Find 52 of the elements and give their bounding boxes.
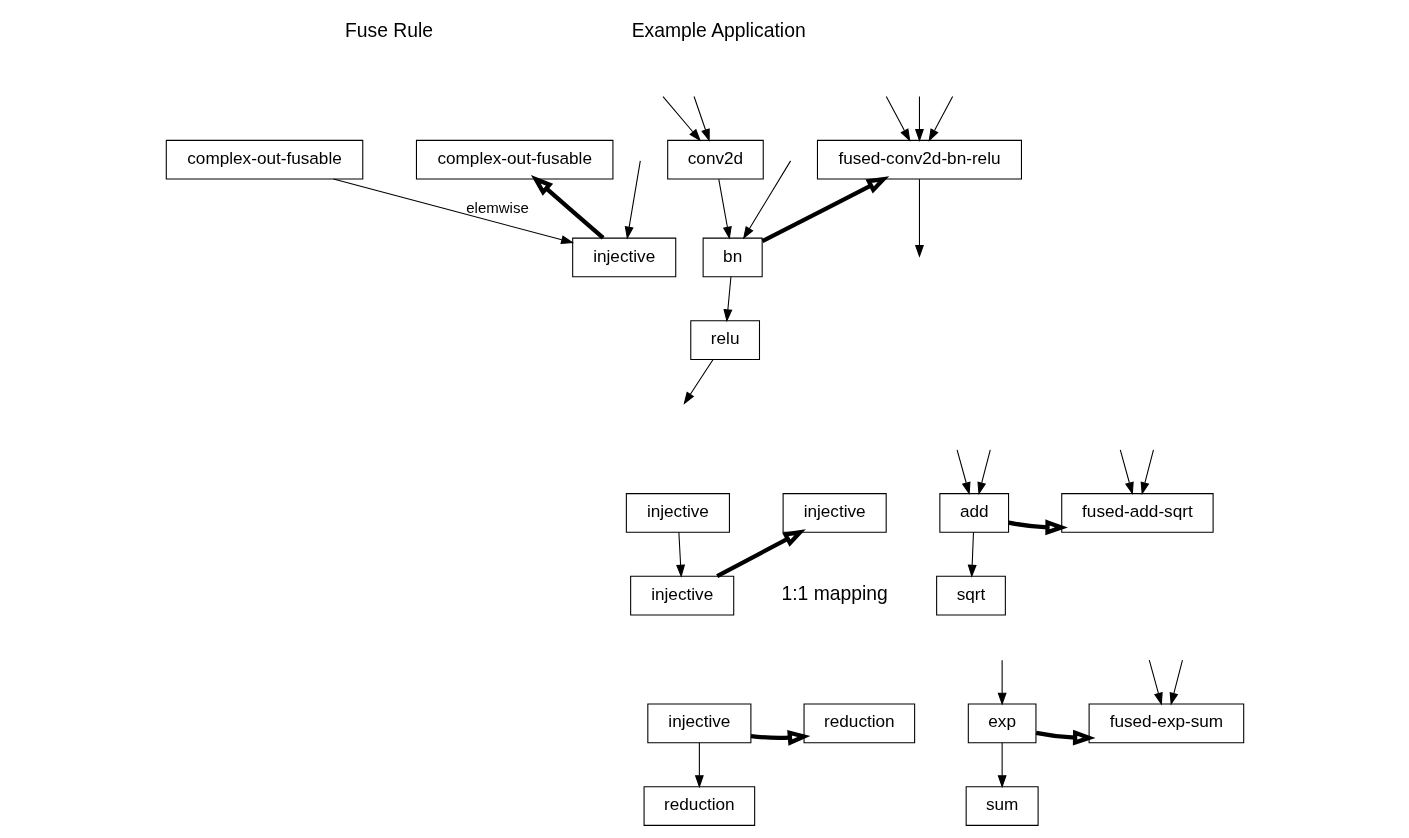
node-box: reduction [803,703,915,744]
label: Example Application [631,19,806,41]
label: Fuse Rule [344,19,433,41]
node-box: complex-out-fusable [415,139,613,180]
arrow [530,174,605,240]
arrow [976,449,991,496]
arrow [675,531,685,578]
node-box: exp [967,703,1036,744]
arrow [914,96,924,142]
node-label: 1:1 mapping [781,583,888,605]
node-box: sum [965,786,1039,826]
node-box: injective [629,575,734,616]
node-box: injective [646,703,751,744]
arrow [624,160,641,240]
arrow [715,529,806,578]
arrow [997,742,1007,789]
node-box: fused-exp-sum [1088,703,1244,744]
arrow [956,449,970,496]
node-box: sqrt [935,575,1006,616]
edge-label: elemwise [465,198,529,216]
arrow [742,160,791,240]
arrow [967,531,977,578]
arrow [1140,449,1154,496]
arrow [722,276,732,323]
node-box: bn [702,237,763,278]
arrow [683,358,714,405]
arrow [1169,659,1183,706]
node-box: fused-conv2d-bn-relu [816,139,1022,180]
node-box: add [938,493,1009,533]
arrow [332,178,574,245]
node-box: injective [782,493,887,533]
arrow [693,96,710,142]
node-box: conv2d [666,139,764,180]
arrow [1007,519,1068,536]
arrow [885,96,910,142]
node-box: injective [625,493,730,533]
arrow [1148,659,1163,706]
node-box: complex-out-fusable [165,139,363,180]
node-box: relu [689,320,760,360]
arrow [750,729,810,746]
arrow [661,96,701,142]
arrow [1119,449,1134,496]
arrow [760,176,889,244]
arrow [1035,729,1096,746]
arrow [997,659,1007,706]
node-box: fused-add-sqrt [1060,493,1214,533]
node-box: injective [571,237,676,278]
arrow [717,178,732,240]
node-box: reduction [643,786,755,826]
arrow [694,742,704,789]
arrow [914,178,924,258]
arrow [928,96,953,142]
